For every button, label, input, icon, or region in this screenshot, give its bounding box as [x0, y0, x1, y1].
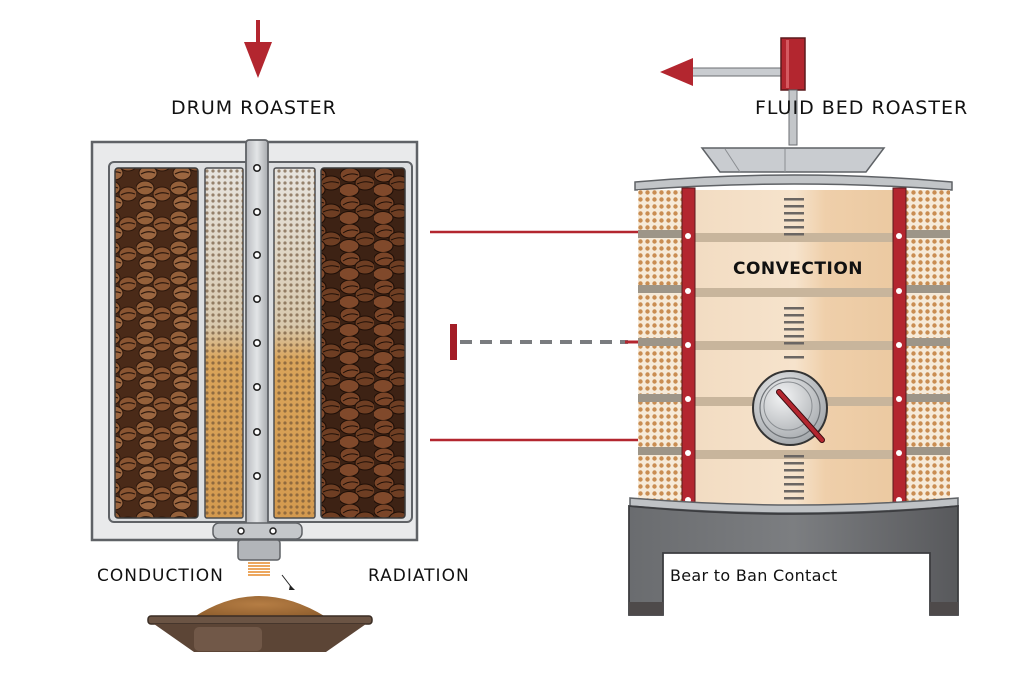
radiation-label: RADIATION [368, 566, 470, 586]
drum-roaster-title: DRUM ROASTER [171, 97, 337, 119]
dial-gauge-icon [752, 370, 828, 446]
contact-label: Bear to Ban Contact [670, 566, 838, 585]
fluid-bed-roaster-title: FLUID BED ROASTER [755, 97, 969, 119]
conduction-label: CONDUCTION [97, 566, 224, 586]
dark-beans-chamber [320, 167, 406, 519]
fluid-bed-roaster [628, 147, 959, 616]
drum-inlet-arrow-icon [244, 20, 272, 78]
dashed-start-marker-icon [450, 324, 457, 360]
convection-label: CONVECTION [733, 259, 864, 279]
connector-lines [430, 230, 662, 450]
grounds-dish [147, 596, 373, 652]
heat-coil-icon [248, 562, 270, 576]
fluid-bed-outlet-arrow-icon [660, 37, 806, 146]
light-beans-chamber [114, 167, 199, 519]
roaster-stand [628, 505, 959, 616]
drum-roaster [90, 139, 419, 590]
